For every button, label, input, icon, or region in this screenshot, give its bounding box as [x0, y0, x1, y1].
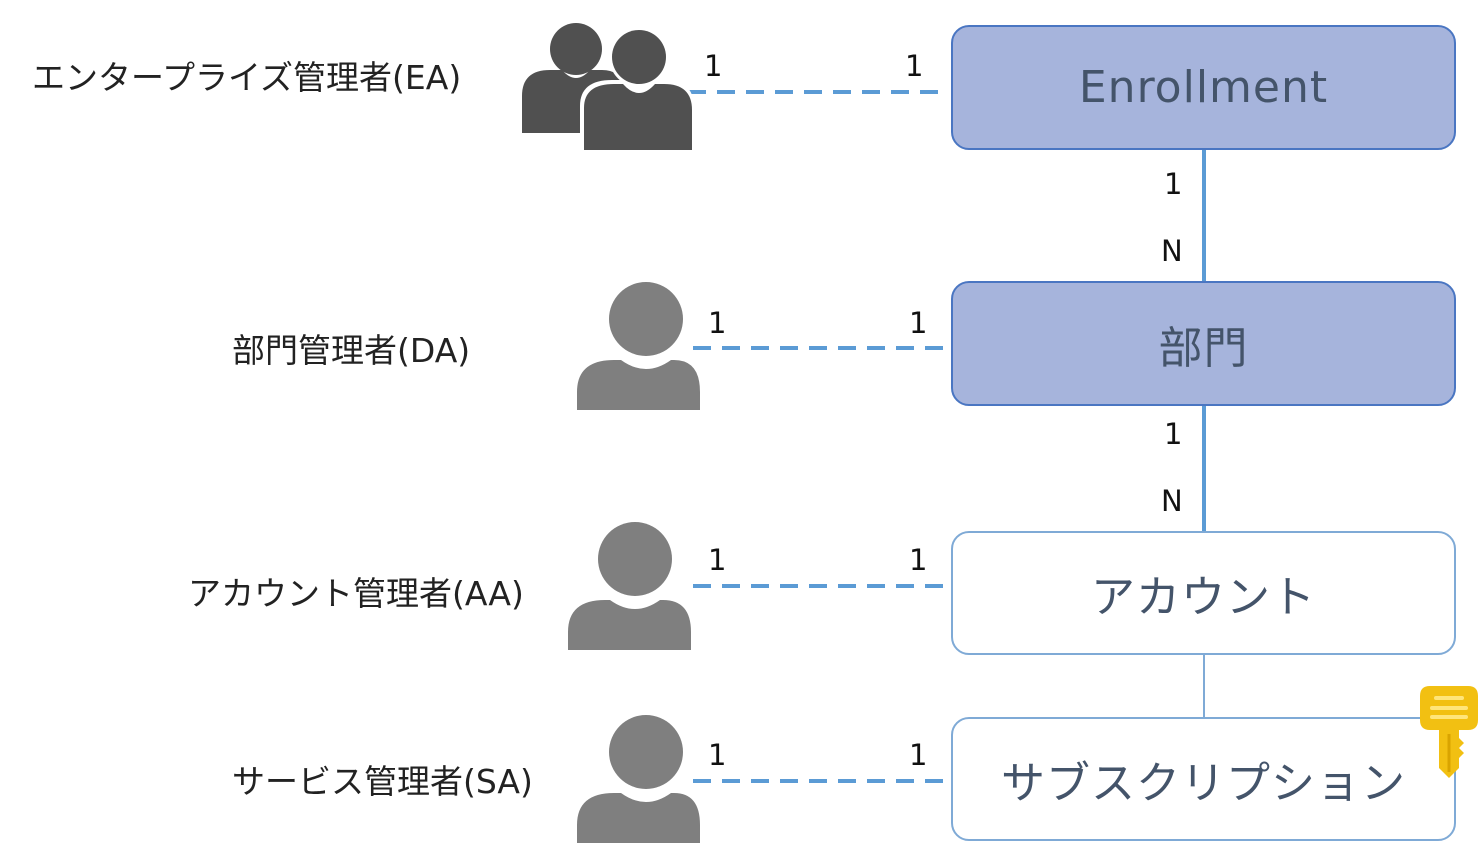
role-label-ea: エンタープライズ管理者(EA) — [32, 58, 462, 97]
entity-enrollment: Enrollment — [951, 25, 1456, 150]
cardinality-department-top: 1 — [1164, 417, 1183, 451]
entity-subscription: サブスクリプション — [951, 717, 1456, 841]
role-label-da: 部門管理者(DA) — [232, 331, 471, 370]
cardinality-ea-left: 1 — [704, 49, 723, 83]
cardinality-da-right: 1 — [909, 306, 928, 340]
person-icon-da — [577, 282, 700, 410]
key-icon — [1420, 686, 1478, 778]
cardinality-sa-left: 1 — [708, 738, 727, 772]
cardinality-aa-right: 1 — [909, 543, 928, 577]
cardinality-account-bottom: N — [1161, 484, 1183, 518]
cardinality-ea-right: 1 — [905, 49, 924, 83]
cardinality-department-bottom: N — [1161, 234, 1183, 268]
role-label-sa: サービス管理者(SA) — [232, 762, 533, 801]
person-icon-aa — [568, 522, 691, 650]
cardinality-enrollment-top: 1 — [1164, 167, 1183, 201]
entity-account: アカウント — [951, 531, 1456, 655]
entity-label-enrollment: Enrollment — [1078, 62, 1329, 113]
person-icon-sa — [577, 715, 700, 843]
cardinality-sa-right: 1 — [909, 738, 928, 772]
entity-label-department: 部門 — [1158, 322, 1249, 374]
entity-label-subscription: サブスクリプション — [1001, 758, 1406, 809]
entity-department: 部門 — [951, 281, 1456, 406]
cardinality-da-left: 1 — [708, 306, 727, 340]
people-group-icon — [522, 23, 694, 153]
role-label-aa: アカウント管理者(AA) — [188, 574, 524, 613]
cardinality-aa-left: 1 — [708, 543, 727, 577]
entity-label-account: アカウント — [1091, 572, 1316, 623]
